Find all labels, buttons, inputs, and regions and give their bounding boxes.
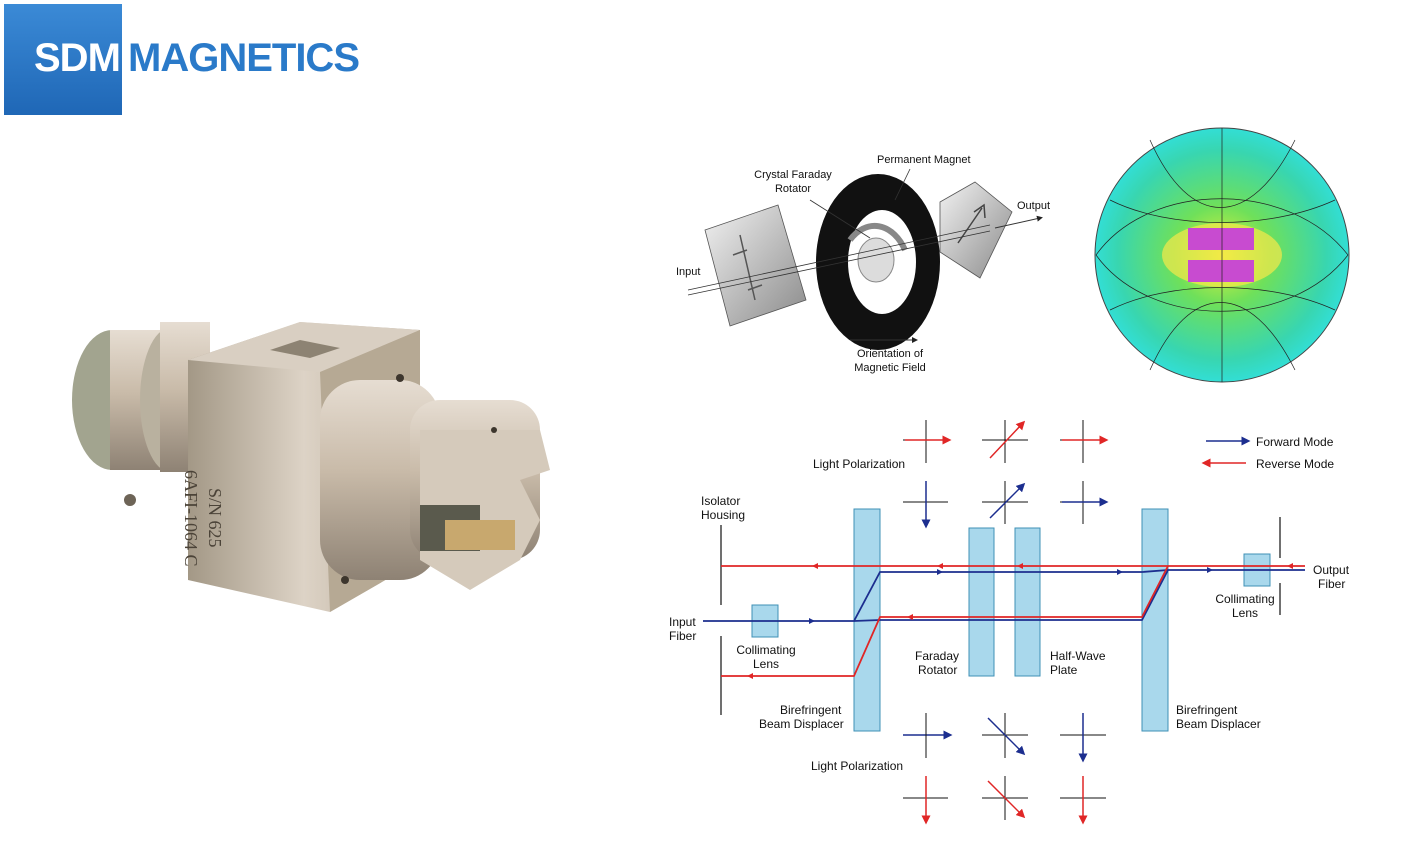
half-wave-plate-element <box>1014 527 1041 677</box>
label-orientation-of: Orientation of <box>856 348 924 360</box>
label-light-polarization-bottom: Light Polarization <box>811 759 904 773</box>
label-magnetic-field: Magnetic Field <box>854 362 926 374</box>
label-light-polarization-top: Light Polarization <box>813 457 906 471</box>
label-half-wave: Half-Wave <box>1050 649 1106 663</box>
birefringent-beam-displacer-right <box>1141 508 1169 732</box>
logo-box <box>4 4 122 115</box>
label-birefringent-right: Birefringent <box>1176 703 1238 717</box>
polarization-row-bottom-forward <box>903 713 1106 763</box>
label-output-arrow: Output <box>1017 200 1051 212</box>
label-collimating-left: Collimating <box>736 643 796 657</box>
label-crystal-faraday: Crystal Faraday <box>754 169 832 181</box>
label-housing: Housing <box>701 508 746 522</box>
label-beam-displacer-left: Beam Displacer <box>759 717 844 731</box>
logo-text-magnetics: MAGNETICS <box>128 36 360 80</box>
label-collimating-right: Collimating <box>1215 592 1275 606</box>
polarization-row-bottom-reverse <box>903 776 1106 825</box>
label-faraday-rotator: Rotator <box>918 663 958 677</box>
faraday-rotator-diagram <box>687 168 1043 350</box>
label-permanent-magnet: Permanent Magnet <box>877 154 971 166</box>
logo-text-sdm: SDM <box>34 36 121 80</box>
engraving-serial: S/N 625 <box>205 488 225 548</box>
label-output-fiber: Fiber <box>1318 577 1346 591</box>
isolator-schematic <box>703 420 1305 825</box>
label-input-arrow: Input <box>676 266 701 278</box>
label-crystal-rotator: Rotator <box>774 183 812 195</box>
label-birefringent-left: Birefringent <box>780 703 842 717</box>
label-half-wave-plate: Plate <box>1050 663 1078 677</box>
label-collimating-left-lens: Lens <box>752 657 780 671</box>
label-input: Input <box>669 615 696 629</box>
isolator-product-photo <box>72 322 550 612</box>
label-output: Output <box>1313 563 1350 577</box>
legend-forward-label: Forward Mode <box>1256 435 1334 449</box>
polarization-row-top-reverse <box>903 420 1109 463</box>
polarization-row-top-forward <box>903 481 1109 529</box>
magnetic-field-plot <box>1094 127 1350 383</box>
engraving-model: 6AFI-1064 C <box>181 470 201 567</box>
label-input-fiber: Fiber <box>669 629 697 643</box>
label-beam-displacer-right: Beam Displacer <box>1176 717 1261 731</box>
legend-reverse-label: Reverse Mode <box>1256 457 1335 471</box>
faraday-rotator-element <box>968 527 995 677</box>
label-isolator: Isolator <box>701 494 741 508</box>
label-collimating-right-lens: Lens <box>1231 606 1259 620</box>
forward-beam <box>703 569 1305 622</box>
label-faraday: Faraday <box>915 649 960 663</box>
